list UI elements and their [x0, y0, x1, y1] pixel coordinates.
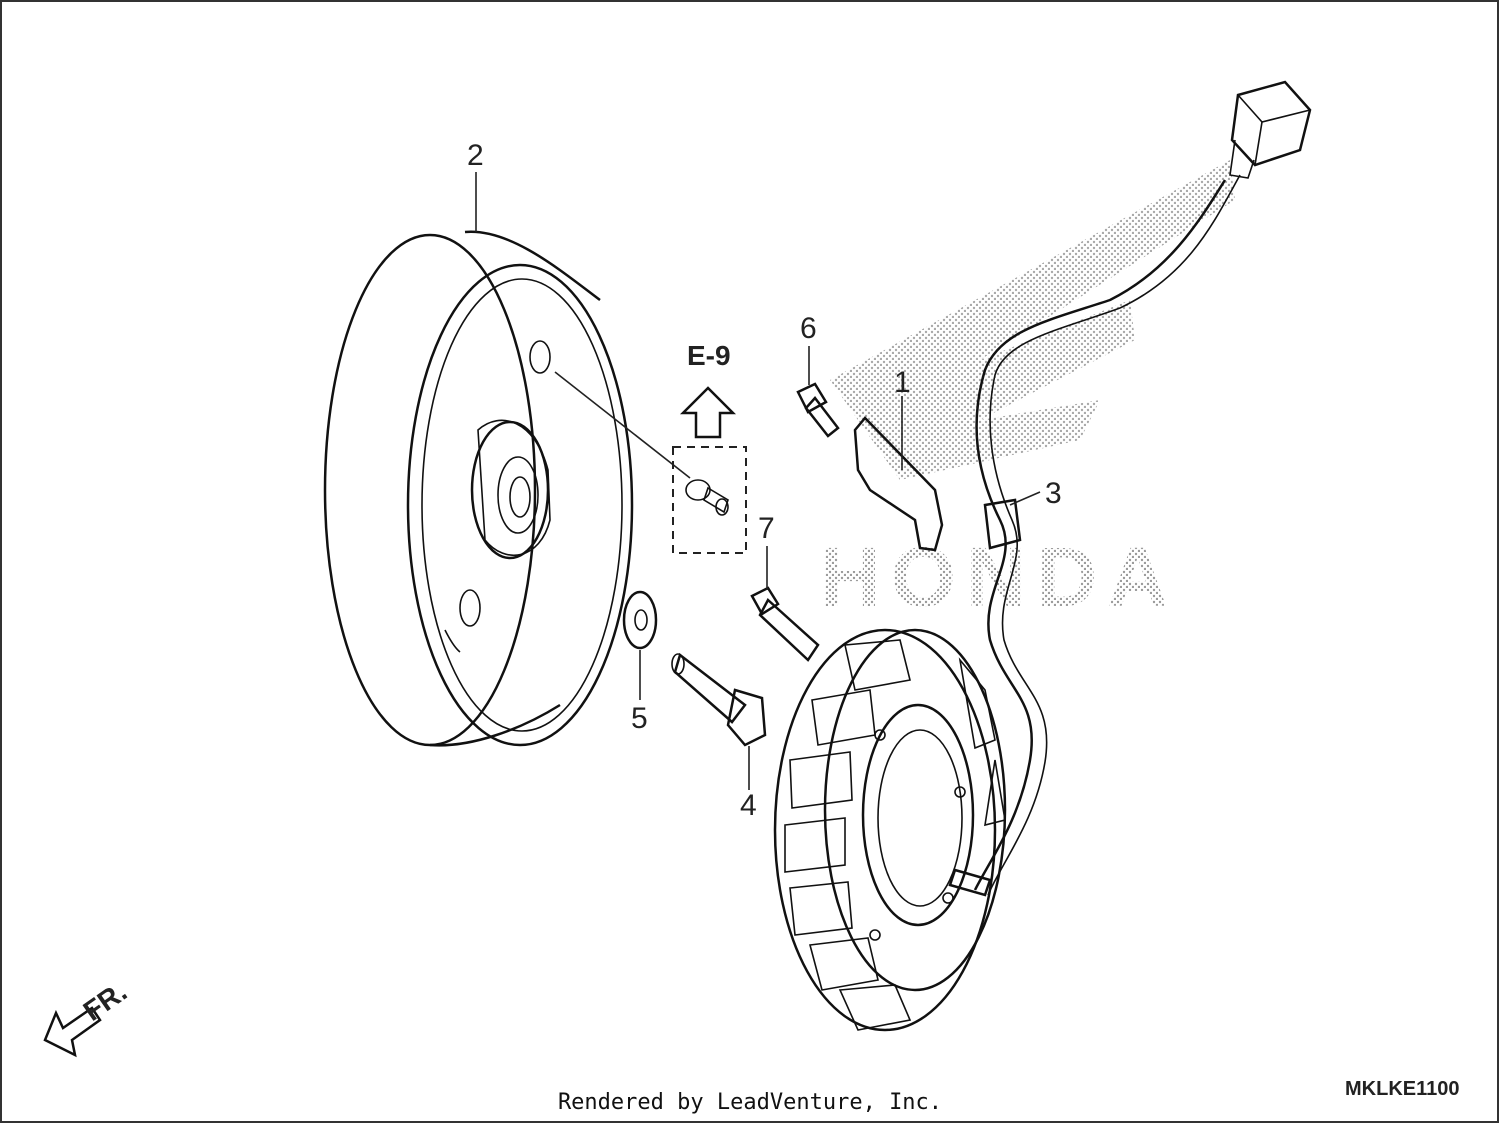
front-arrow-icon — [43, 1006, 102, 1058]
washer-part[interactable] — [622, 590, 658, 650]
callout-part-7[interactable]: 7 — [758, 512, 775, 545]
svg-text:E-9: E-9 — [687, 340, 731, 371]
connector[interactable] — [1229, 80, 1312, 179]
diagram-code: MKLKE1100 — [1345, 1078, 1460, 1100]
callout-part-4[interactable]: 4 — [740, 789, 757, 822]
callout-part-6[interactable]: 6 — [800, 312, 817, 345]
reference-box-e9[interactable]: E-9 — [672, 340, 747, 554]
bolt-part-7[interactable] — [750, 586, 820, 662]
wire-harness[interactable] — [973, 174, 1241, 896]
bolt-part-4[interactable] — [671, 652, 767, 747]
callout-part-2[interactable]: 2 — [467, 139, 484, 172]
stator-part[interactable] — [773, 628, 1007, 1032]
front-label: FR. — [78, 976, 133, 1027]
clamp-plate-part-1[interactable] — [853, 416, 944, 552]
callout-part-1[interactable]: 1 — [894, 366, 911, 399]
callout-part-5[interactable]: 5 — [631, 702, 648, 735]
callout-part-3[interactable]: 3 — [1045, 477, 1062, 510]
brand-wing-watermark — [830, 160, 1235, 480]
bolt-part-6[interactable] — [796, 382, 840, 438]
render-credit: Rendered by LeadVenture, Inc. — [557, 1090, 943, 1115]
flywheel-part[interactable] — [323, 230, 634, 747]
